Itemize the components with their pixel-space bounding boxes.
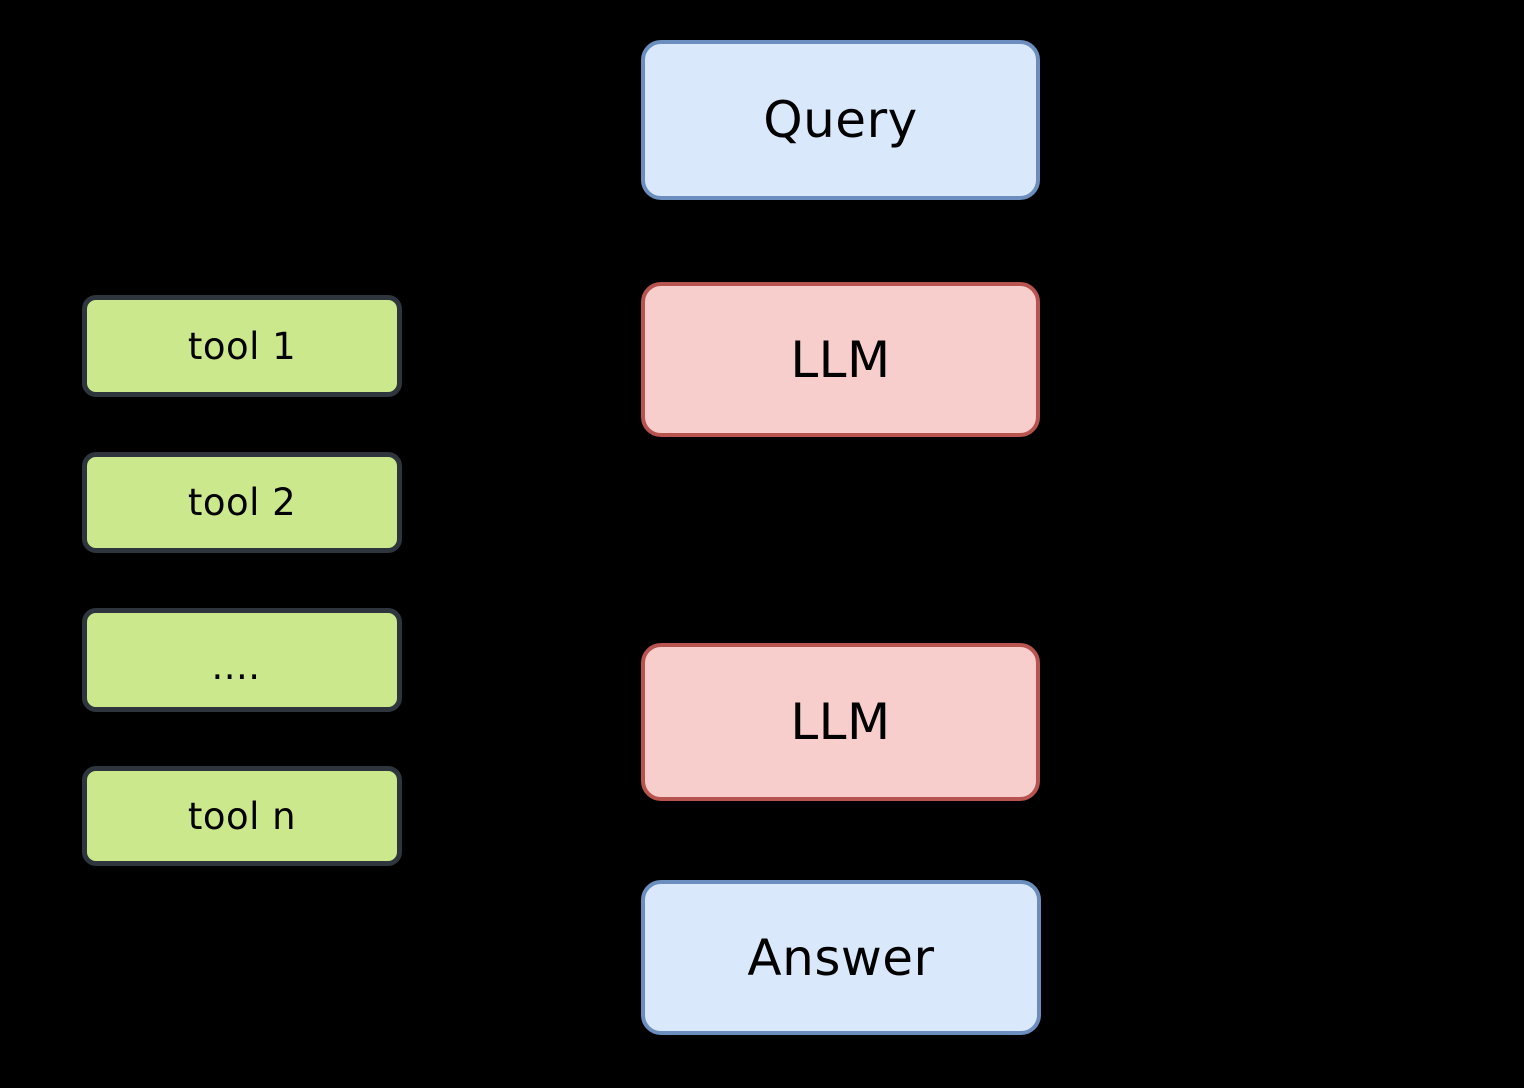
node-tool-1[interactable]: tool 1	[82, 295, 402, 397]
node-tool-ellipsis[interactable]: ....	[82, 608, 402, 712]
node-tool-n-label: tool n	[187, 794, 297, 838]
node-tool-2[interactable]: tool 2	[82, 452, 402, 553]
node-answer[interactable]: Answer	[641, 880, 1041, 1035]
node-llm-first-label: LLM	[790, 330, 891, 389]
node-query[interactable]: Query	[641, 40, 1040, 200]
node-answer-label: Answer	[747, 928, 935, 987]
node-query-label: Query	[763, 91, 918, 149]
node-tool-1-label: tool 1	[187, 324, 297, 368]
node-llm-first[interactable]: LLM	[641, 282, 1040, 437]
node-llm-second-label: LLM	[790, 693, 891, 751]
node-tool-ellipsis-label: ....	[211, 644, 261, 688]
node-tool-n[interactable]: tool n	[82, 766, 402, 866]
node-llm-second[interactable]: LLM	[641, 643, 1040, 801]
node-tool-2-label: tool 2	[187, 481, 297, 524]
